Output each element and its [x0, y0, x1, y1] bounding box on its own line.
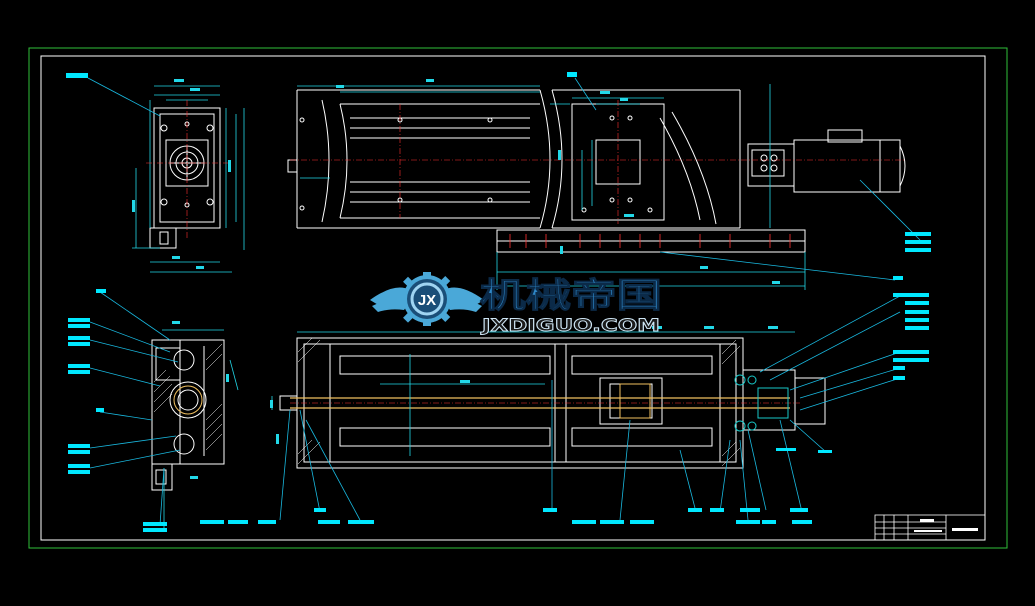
plan-view-centerlines	[290, 100, 905, 224]
watermark-logo-letters: JX	[418, 292, 436, 309]
rail-strip-dims	[496, 252, 806, 290]
watermark-subtitle: JXDIGUO.COM	[481, 316, 660, 336]
end-view-top-dims	[132, 85, 245, 273]
section-view-left	[151, 339, 225, 491]
section-view-left-hatch	[153, 343, 223, 451]
section-view-main-parts	[619, 374, 789, 432]
plan-view-dims	[297, 84, 771, 228]
section-view-main-shaft	[290, 397, 800, 409]
title-block	[874, 514, 986, 541]
title-block-text	[914, 519, 978, 532]
end-view-top	[149, 107, 221, 249]
dimension-text-marks	[132, 79, 780, 479]
plan-view	[287, 89, 906, 229]
leader-lines	[87, 77, 921, 526]
rail-strip-marks	[509, 234, 791, 248]
end-view-top-centerlines	[146, 100, 228, 240]
section-view-main-hatch	[297, 337, 741, 467]
section-view-main-dims	[271, 331, 795, 456]
section-view-left-dims	[162, 329, 239, 530]
rail-strip	[496, 229, 806, 253]
outer-frame	[28, 47, 1008, 549]
watermark-logo: JX	[370, 272, 484, 326]
tag-labels	[66, 72, 931, 532]
section-view-left-yellow	[173, 385, 203, 415]
watermark-title: 机械帝国	[480, 276, 662, 316]
inner-frame	[40, 55, 986, 541]
